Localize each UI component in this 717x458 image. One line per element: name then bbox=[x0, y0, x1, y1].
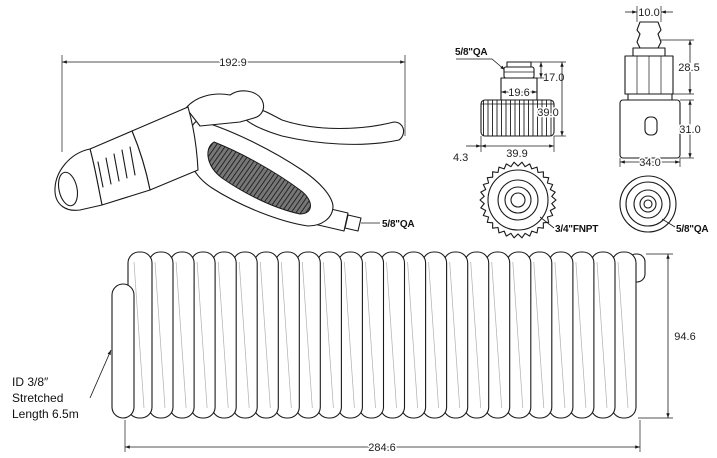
hose-coil bbox=[337, 251, 363, 419]
hose-coil-back-strand bbox=[428, 261, 439, 409]
dimension-label-lower-height: 31.0 bbox=[679, 124, 700, 136]
hose-coil bbox=[590, 251, 616, 419]
hose-coil-back-strand bbox=[386, 261, 397, 409]
male-front-center-circle bbox=[643, 199, 653, 209]
hose-coil-back-strand bbox=[301, 261, 313, 409]
hose-coil-back-strand bbox=[407, 261, 418, 409]
hose-coil-back-strand bbox=[323, 261, 334, 409]
barb-nipple bbox=[636, 21, 662, 49]
hose-coil-back-strand bbox=[280, 261, 292, 409]
nozzle-connector-nipple bbox=[344, 214, 362, 232]
hose-coils bbox=[127, 251, 637, 419]
hose-coil bbox=[548, 251, 574, 419]
leader-line bbox=[89, 349, 112, 399]
hose-coil bbox=[443, 251, 469, 419]
female-thread-label: 3/4"FNPT bbox=[555, 224, 598, 235]
hose-coil bbox=[569, 251, 595, 419]
hose-coil bbox=[211, 251, 237, 419]
hose-coil bbox=[148, 251, 174, 419]
nozzle-inlet-label: 5/8"QA bbox=[382, 219, 414, 230]
hose-spec-stretched: Stretched bbox=[12, 391, 63, 405]
dimension-label-upper-height: 28.5 bbox=[678, 62, 699, 74]
nozzle-handle-head bbox=[185, 90, 265, 127]
hose-coil-back-strand bbox=[238, 261, 250, 409]
hose-coil bbox=[379, 251, 406, 419]
dimension-label-total-height: 39.0 bbox=[537, 107, 558, 119]
hose-coil-back-strand bbox=[154, 261, 166, 409]
dimension-label-nut-width: 39.9 bbox=[506, 148, 527, 160]
dimension-label-nozzle-length: 192.9 bbox=[219, 57, 247, 69]
hose-coil bbox=[295, 251, 321, 419]
leader-line bbox=[661, 218, 676, 228]
hose-coil bbox=[253, 251, 279, 419]
hose-coil bbox=[358, 251, 385, 419]
hose-coil bbox=[190, 251, 216, 419]
hose-coil-back-strand bbox=[217, 261, 229, 409]
ring-slot bbox=[105, 157, 112, 185]
hose-coil-back-strand bbox=[554, 261, 566, 409]
grip-rubber bbox=[207, 141, 311, 215]
hose-coil-back-strand bbox=[491, 261, 503, 409]
spray-nozzle: 192.9 5/8"QA bbox=[54, 55, 415, 232]
hose-coil-back-strand bbox=[512, 261, 524, 409]
male-outlet-label: 5/8"QA bbox=[676, 224, 708, 235]
hose-coil-back-strand bbox=[175, 261, 187, 409]
knurled-nut bbox=[480, 99, 555, 137]
ring-slots bbox=[97, 146, 136, 188]
nozzle-trigger-lever bbox=[243, 108, 405, 145]
hose-coil bbox=[401, 251, 427, 419]
leader-line bbox=[539, 216, 555, 229]
ring-slot bbox=[97, 161, 104, 188]
hose-coil bbox=[274, 251, 300, 419]
hose-coil-back-strand bbox=[575, 261, 587, 409]
hose-coil bbox=[232, 251, 258, 419]
dimension-label-body-width: 34.0 bbox=[639, 157, 660, 169]
dimension-label-coil-length: 284.6 bbox=[368, 442, 396, 454]
female-connector-inlet-label: 5/8"QA bbox=[455, 47, 487, 58]
dimension-label-skirt: 4.3 bbox=[453, 152, 468, 164]
coiled-hose: 94.6 284.6 ID 3/8″ Stretched Length 6.5m bbox=[12, 251, 697, 456]
hose-coil-back-strand bbox=[344, 261, 355, 409]
leader-line bbox=[456, 58, 506, 71]
hose-coil-back-strand bbox=[133, 261, 145, 409]
hose-coil bbox=[422, 251, 448, 419]
male-connector: 10.0 28.5 31.0 34.0 5/8"QA bbox=[619, 6, 709, 235]
dimension-label-neck-width: 19.6 bbox=[508, 87, 529, 99]
hose-coil-back-strand bbox=[365, 261, 376, 409]
nipple-collar bbox=[632, 47, 666, 57]
body-neck bbox=[627, 93, 673, 101]
hose-coil bbox=[316, 251, 342, 419]
hose-coil bbox=[464, 251, 490, 419]
hose-coil-back-strand bbox=[196, 261, 208, 409]
ring-slot bbox=[113, 153, 120, 182]
hose-spec-inner-diameter: ID 3/8″ bbox=[12, 375, 49, 389]
hose-coil-back-strand bbox=[617, 261, 629, 409]
hose-spec-length: Length 6.5m bbox=[12, 407, 79, 421]
fitting-ring bbox=[503, 66, 535, 79]
hose-coil bbox=[506, 251, 532, 419]
nut-center-circle bbox=[510, 192, 526, 208]
dimension-label-nipple-width: 10.0 bbox=[638, 7, 659, 19]
dimension-label-coil-height: 94.6 bbox=[674, 331, 695, 343]
body-window bbox=[644, 116, 658, 136]
dimension-label-fitting-height: 17.0 bbox=[543, 72, 564, 84]
hose-coil-back-strand bbox=[596, 261, 608, 409]
hose-coil-back-strand bbox=[470, 261, 482, 409]
ring-slot bbox=[129, 146, 136, 176]
hose-coil-back-strand bbox=[533, 261, 545, 409]
hose-end-left bbox=[111, 283, 135, 419]
spray-face bbox=[57, 171, 79, 207]
hose-coil-back-strand bbox=[259, 261, 271, 409]
hose-coil bbox=[611, 251, 637, 419]
hose-coil bbox=[485, 251, 511, 419]
ring-slot bbox=[121, 149, 128, 179]
female-connector: 5/8"QA 17.0 19.6 39.0 39.9 4.3 3/4"FNP bbox=[452, 47, 598, 239]
hose-coil bbox=[169, 251, 195, 419]
hose-coil-back-strand bbox=[449, 261, 461, 409]
hose-coil bbox=[527, 251, 553, 419]
